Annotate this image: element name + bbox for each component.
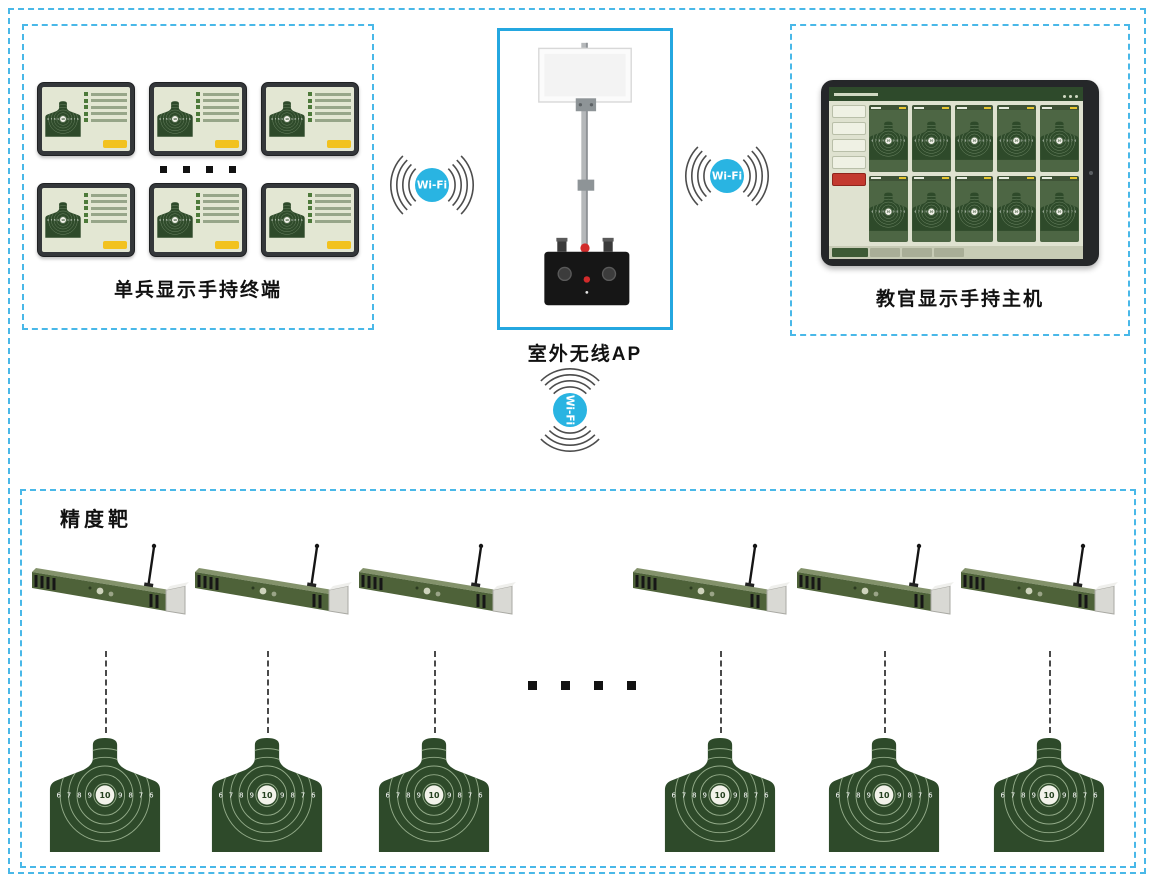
- target-card: [869, 105, 908, 172]
- mini-target-icon: [269, 191, 305, 249]
- camera-icon: [1089, 171, 1093, 175]
- connection-line: [720, 651, 722, 733]
- connection-line: [267, 651, 269, 733]
- screen-sidebar: [829, 101, 869, 246]
- instructor-screen: [829, 87, 1083, 259]
- sidebar-button: [832, 122, 866, 135]
- terminal-screen: [42, 188, 130, 252]
- mini-target-icon: [157, 191, 193, 249]
- handheld-terminal: [149, 82, 247, 156]
- sidebar-button: [832, 156, 866, 169]
- chest-target: [378, 737, 490, 853]
- terminal-button: [327, 241, 351, 249]
- window-controls-icon: [1060, 87, 1078, 103]
- target-card: [997, 105, 1037, 172]
- terminal-screen: [266, 188, 354, 252]
- wifi-link-terminals-ap: Wi-Fi: [362, 145, 502, 225]
- handheld-terminal: [261, 183, 359, 257]
- screen-tab: [870, 248, 900, 257]
- handheld-terminal: [37, 82, 135, 156]
- target-card: [954, 175, 994, 242]
- target-card: [954, 105, 994, 172]
- ellipsis-dots: [24, 166, 372, 173]
- terminals-label: 单兵显示手持终端: [113, 280, 282, 301]
- target-card: [911, 105, 951, 172]
- mini-target-icon: [45, 90, 81, 148]
- target-controller-device: [354, 541, 524, 641]
- ap-panel: [497, 28, 673, 330]
- target-card: [1040, 105, 1079, 172]
- screen-tab: [934, 248, 964, 257]
- terminal-info-list: [84, 90, 127, 148]
- terminal-screen: [154, 87, 242, 151]
- target-controller-device: [628, 541, 798, 641]
- target-card: [1040, 175, 1079, 242]
- screen-header: [829, 87, 1083, 101]
- terminal-info-list: [196, 90, 239, 148]
- terminal-info-list: [308, 90, 351, 148]
- target-controller-device: [27, 541, 197, 641]
- terminal-row-top: [24, 82, 372, 156]
- chest-target: [664, 737, 776, 853]
- target-controller-device: [190, 541, 360, 641]
- terminal-button: [215, 140, 239, 148]
- sidebar-button-red: [832, 173, 866, 186]
- target-controller-device: [956, 541, 1126, 641]
- terminal-button: [103, 241, 127, 249]
- ellipsis-dots: [497, 681, 667, 690]
- terminal-button: [215, 241, 239, 249]
- mini-target-icon: [45, 191, 81, 249]
- handheld-terminal: [261, 82, 359, 156]
- mini-target-icon: [269, 90, 305, 148]
- handheld-terminal: [37, 183, 135, 257]
- outdoor-ap-device: [511, 41, 659, 309]
- terminal-info-list: [196, 191, 239, 249]
- ap-label: 室外无线AP: [527, 344, 643, 365]
- terminals-panel: 单兵显示手持终端: [22, 24, 374, 330]
- connection-line: [434, 651, 436, 733]
- connection-line: [884, 651, 886, 733]
- terminal-screen: [42, 87, 130, 151]
- precision-targets-panel: 精度靶: [20, 489, 1136, 868]
- terminal-info-list: [84, 191, 127, 249]
- target-controller-device: [792, 541, 962, 641]
- target-card-grid: [869, 101, 1083, 246]
- target-card: [997, 175, 1037, 242]
- terminal-button: [103, 140, 127, 148]
- chest-target: [49, 737, 161, 853]
- precision-targets-label: 精度靶: [60, 509, 132, 531]
- handheld-terminal: [149, 183, 247, 257]
- screen-tab: [832, 248, 868, 257]
- connection-line: [1049, 651, 1051, 733]
- instructor-label: 教官显示手持主机: [875, 289, 1044, 310]
- screen-tab: [902, 248, 932, 257]
- mini-target-icon: [157, 90, 193, 148]
- wifi-label: Wi-Fi: [417, 180, 447, 192]
- wifi-link-ap-targets: Wi-Fi: [530, 340, 610, 480]
- terminal-screen: [154, 188, 242, 252]
- terminal-screen: [266, 87, 354, 151]
- wifi-link-ap-instructor: Wi-Fi: [657, 136, 797, 216]
- connection-line: [105, 651, 107, 733]
- instructor-tablet: [821, 80, 1099, 266]
- sidebar-button: [832, 105, 866, 118]
- chest-target: [211, 737, 323, 853]
- chest-target: [828, 737, 940, 853]
- target-card: [911, 175, 951, 242]
- wifi-label: Wi-Fi: [564, 395, 576, 425]
- instructor-panel: 教官显示手持主机: [790, 24, 1130, 336]
- screen-tabbar: [829, 246, 1083, 259]
- sidebar-button: [832, 139, 866, 152]
- wifi-label: Wi-Fi: [712, 171, 742, 183]
- terminal-button: [327, 140, 351, 148]
- terminal-row-bottom: [24, 183, 372, 257]
- terminal-info-list: [308, 191, 351, 249]
- target-card: [869, 175, 908, 242]
- chest-target: [993, 737, 1105, 853]
